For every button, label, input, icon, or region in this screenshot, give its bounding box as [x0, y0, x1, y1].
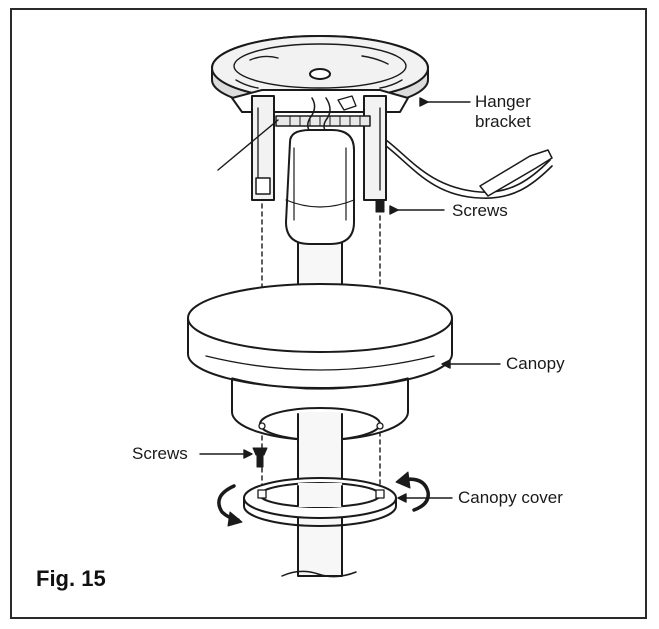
rotate-right-arrow-icon: [395, 471, 430, 512]
callout-leaders: [199, 97, 501, 503]
callout-canopy: Canopy: [506, 354, 565, 373]
canopy: [187, 283, 453, 443]
safety-cable: [385, 139, 553, 199]
upper-screw: [373, 199, 387, 213]
callout-screws-lower: Screws: [132, 444, 188, 463]
bracket-pointer-line: [217, 119, 279, 171]
callout-hanger-bracket-line1: Hanger: [475, 92, 531, 111]
rotate-left-arrow-icon: [217, 484, 243, 527]
lower-screw: [252, 447, 268, 468]
callout-screws-upper: Screws: [452, 201, 508, 220]
hanger-bracket: [231, 89, 409, 201]
callout-canopy-cover: Canopy cover: [458, 488, 563, 507]
hanger-ball: [285, 129, 355, 245]
figure-label: Fig. 15: [36, 566, 106, 591]
callout-hanger-bracket-line2: bracket: [475, 112, 531, 131]
canopy-cover-ring: [243, 477, 397, 527]
